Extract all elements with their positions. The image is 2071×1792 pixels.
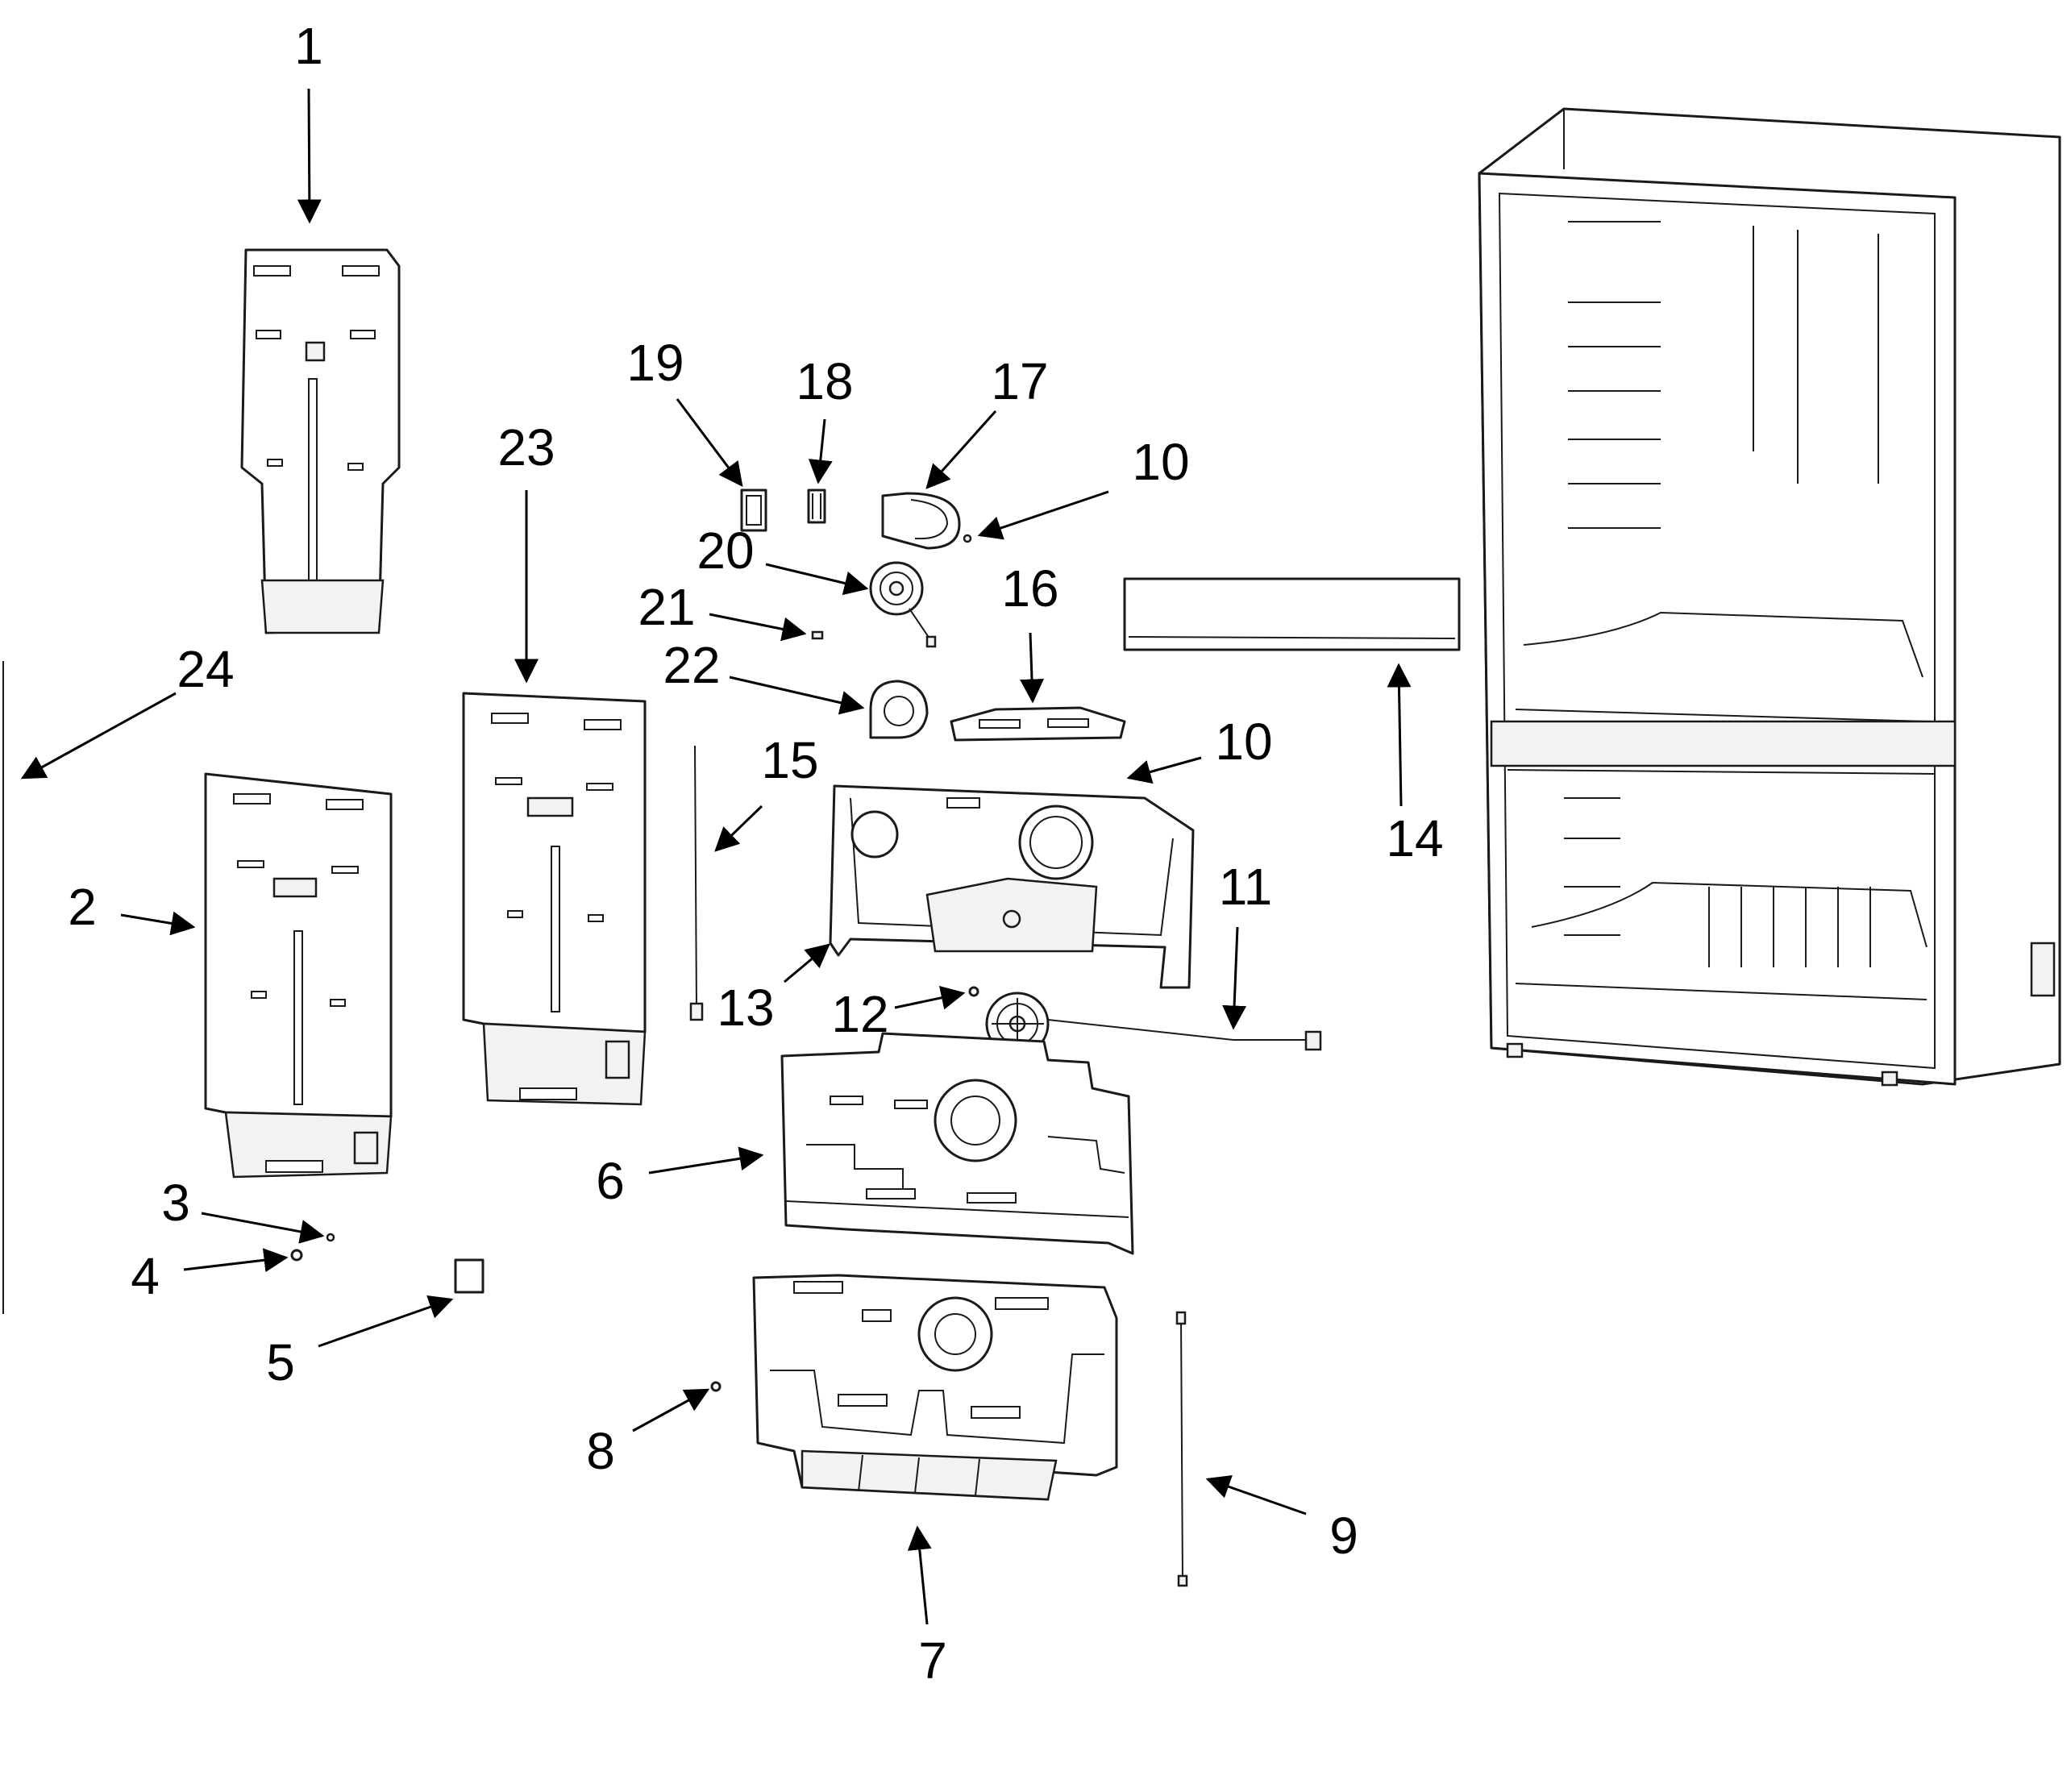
callout-4: 4 bbox=[131, 1247, 160, 1305]
leader-10a bbox=[977, 490, 1109, 540]
part-2-evaporator-cover bbox=[204, 772, 393, 1179]
callout-1: 1 bbox=[294, 17, 323, 75]
callout-8: 8 bbox=[586, 1422, 615, 1480]
leader-16 bbox=[1020, 632, 1045, 704]
leader-6 bbox=[648, 1146, 764, 1175]
part-13-fan-housing bbox=[829, 784, 1195, 989]
leader-22 bbox=[729, 676, 865, 715]
leader-lines bbox=[20, 88, 1412, 1625]
leader-4 bbox=[183, 1248, 289, 1273]
callout-22: 22 bbox=[663, 636, 720, 694]
callout-labels: 1 2 3 4 5 6 7 8 9 10 10 11 12 13 14 15 1… bbox=[68, 17, 1443, 1690]
part-4-washer bbox=[290, 1249, 303, 1262]
leader-20 bbox=[765, 563, 869, 596]
callout-2: 2 bbox=[68, 878, 97, 936]
callout-7: 7 bbox=[918, 1632, 947, 1690]
callout-12: 12 bbox=[831, 985, 888, 1043]
part-22-fan-grommet bbox=[869, 680, 929, 739]
leader-24 bbox=[20, 692, 177, 780]
leader-1 bbox=[297, 88, 322, 224]
callout-11: 11 bbox=[1219, 858, 1272, 916]
part-23-evaporator-cover bbox=[462, 692, 647, 1106]
part-12-screw bbox=[968, 986, 979, 997]
callout-24: 24 bbox=[177, 640, 234, 698]
leader-2 bbox=[120, 911, 196, 936]
part-7-rear-panel bbox=[752, 1274, 1118, 1501]
callout-19: 19 bbox=[626, 334, 684, 392]
leader-12 bbox=[894, 986, 966, 1010]
part-3-screw bbox=[326, 1233, 335, 1242]
part-1-evaporator-cover bbox=[240, 248, 401, 634]
callout-9: 9 bbox=[1329, 1507, 1358, 1565]
part-6-rear-panel bbox=[780, 1032, 1134, 1255]
callout-14: 14 bbox=[1386, 809, 1443, 867]
leader-19 bbox=[676, 398, 743, 488]
refrigerator-cabinet bbox=[1478, 107, 2061, 1087]
part-18-clip bbox=[807, 489, 826, 524]
leader-3 bbox=[201, 1212, 325, 1244]
leader-9 bbox=[1205, 1474, 1307, 1516]
callout-3: 3 bbox=[161, 1174, 190, 1232]
leader-5 bbox=[318, 1295, 454, 1348]
part-20-fan-motor bbox=[869, 561, 937, 648]
callout-23: 23 bbox=[497, 418, 555, 476]
callout-21: 21 bbox=[638, 578, 695, 636]
part-16-duct bbox=[950, 706, 1126, 742]
leader-10b bbox=[1126, 756, 1202, 784]
callout-10a: 10 bbox=[1132, 433, 1189, 491]
callout-13: 13 bbox=[717, 979, 774, 1037]
part-9-sensor bbox=[1175, 1311, 1188, 1587]
leader-17 bbox=[925, 410, 997, 489]
callout-16: 16 bbox=[1001, 559, 1058, 617]
leader-7 bbox=[907, 1525, 932, 1625]
part-14-gasket-strip bbox=[1123, 577, 1461, 651]
callout-10b: 10 bbox=[1215, 713, 1272, 771]
leader-13 bbox=[784, 943, 830, 983]
part-17-fan-shroud bbox=[881, 492, 961, 550]
part-21-screw bbox=[811, 630, 824, 640]
leader-8 bbox=[632, 1388, 710, 1432]
part-10-screw bbox=[963, 534, 972, 543]
callout-18: 18 bbox=[796, 352, 853, 410]
leader-21 bbox=[709, 613, 807, 642]
callout-15: 15 bbox=[761, 731, 818, 789]
leader-18 bbox=[808, 418, 833, 484]
part-5-pad bbox=[454, 1258, 484, 1294]
leader-11 bbox=[1222, 926, 1247, 1030]
leader-15 bbox=[714, 805, 763, 852]
callout-20: 20 bbox=[697, 522, 754, 580]
part-8-screw bbox=[710, 1381, 722, 1392]
callout-17: 17 bbox=[991, 352, 1048, 410]
part-19-gasket bbox=[740, 489, 767, 532]
callout-5: 5 bbox=[266, 1333, 295, 1391]
callout-6: 6 bbox=[596, 1152, 625, 1210]
part-15-sensor bbox=[689, 745, 704, 1021]
leader-14 bbox=[1387, 663, 1412, 807]
